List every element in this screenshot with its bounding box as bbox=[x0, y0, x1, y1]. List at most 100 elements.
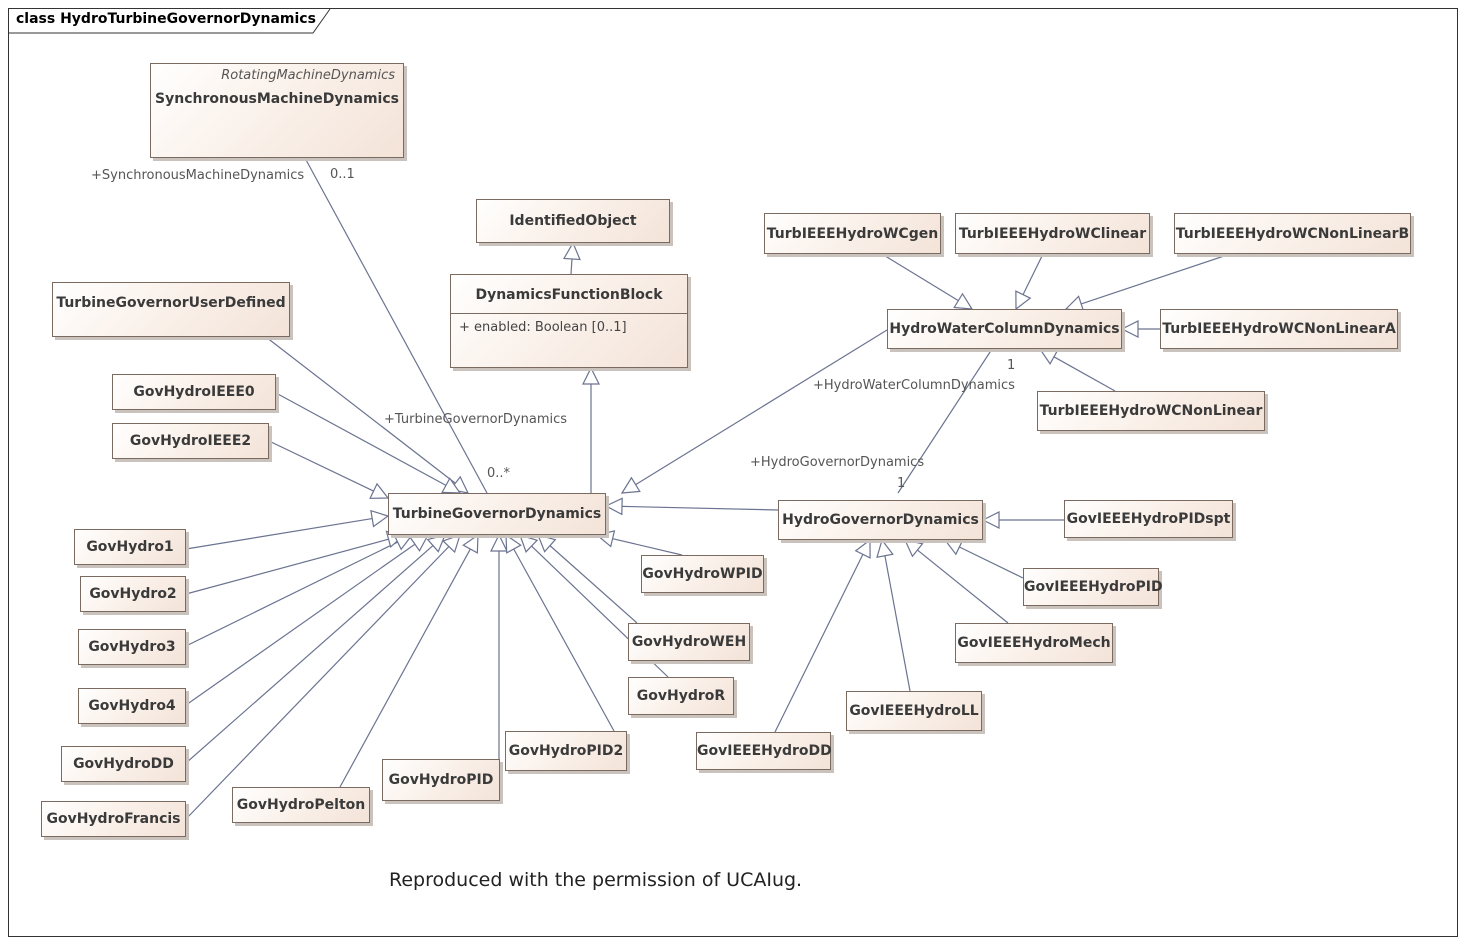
class-gov-hydro4[interactable]: GovHydro4 bbox=[78, 688, 186, 724]
class-name: TurbIEEEHydroWCNonLinearB bbox=[1175, 225, 1410, 242]
gen-ll-arrowhead bbox=[876, 538, 894, 558]
gen-hwcd-arrowhead bbox=[620, 476, 641, 494]
role-label-hydro-governor-dynamics: +HydroGovernorDynamics bbox=[750, 455, 925, 470]
class-gov-ieee-hydro-pidspt[interactable]: GovIEEEHydroPIDspt bbox=[1064, 500, 1233, 538]
class-name: TurbineGovernorUserDefined bbox=[56, 295, 286, 311]
gen-hydrodd-arrowhead bbox=[426, 534, 447, 553]
class-name: GovIEEEHydroLL bbox=[849, 703, 979, 719]
gen-ieee0-line bbox=[275, 392, 447, 486]
multiplicity-label-hgd: 1 bbox=[897, 476, 906, 491]
role-label-hydro-water-column-dynamics: +HydroWaterColumnDynamics bbox=[813, 378, 1015, 393]
class-turb-ieee-hydro-wc-gen[interactable]: TurbIEEEHydroWCgen bbox=[764, 213, 941, 254]
gen-wclinear-line bbox=[1022, 253, 1044, 295]
class-gov-ieee-hydro-pid[interactable]: GovIEEEHydroPID bbox=[1023, 568, 1163, 606]
class-name: TurbIEEEHydroWCgen bbox=[766, 225, 939, 242]
gen-hydro1-line bbox=[185, 517, 373, 550]
gen-wclinear-arrowhead bbox=[1015, 290, 1032, 311]
permission-footer: Reproduced with the permission of UCAIug… bbox=[389, 869, 803, 891]
class-gov-hydro3[interactable]: GovHydro3 bbox=[78, 629, 186, 665]
diagram-frame bbox=[8, 8, 1458, 937]
class-gov-hydro1[interactable]: GovHydro1 bbox=[74, 529, 186, 565]
gen-r-arrowhead bbox=[519, 534, 539, 553]
stereotype-label: RotatingMachineDynamics bbox=[221, 68, 395, 83]
class-name: SynchronousMachineDynamics bbox=[155, 91, 399, 107]
class-identified-object[interactable]: IdentifiedObject bbox=[476, 199, 670, 243]
gen-tgd-dfb-arrowhead bbox=[582, 366, 600, 385]
class-dynamics-function-block[interactable]: DynamicsFunctionBlock + enabled: Boolean… bbox=[450, 274, 688, 368]
gen-weh-line bbox=[549, 545, 638, 624]
gen-wcnonlinearb-line bbox=[1080, 253, 1231, 305]
multiplicity-label-hwcd: 1 bbox=[1007, 358, 1016, 373]
class-name: GovHydroFrancis bbox=[46, 811, 181, 827]
class-gov-ieee-hydro-dd[interactable]: GovIEEEHydroDD bbox=[696, 732, 832, 770]
gen-pelton-arrowhead bbox=[462, 533, 479, 554]
class-name: GovHydroDD bbox=[73, 756, 174, 772]
class-name: GovHydroIEEE0 bbox=[133, 384, 255, 400]
class-gov-hydro-wpid[interactable]: GovHydroWPID bbox=[641, 555, 764, 593]
association-sync-to-tgd bbox=[304, 157, 488, 494]
class-name: DynamicsFunctionBlock bbox=[475, 287, 663, 303]
multiplicity-label-tgd: 0..* bbox=[487, 466, 511, 481]
class-turb-ieee-hydro-wc-linear[interactable]: TurbIEEEHydroWClinear bbox=[955, 213, 1150, 254]
title-tab-outline bbox=[9, 8, 331, 34]
gen-pidspt-arrowhead bbox=[981, 511, 1000, 529]
class-name: GovHydroIEEE2 bbox=[129, 433, 252, 449]
class-gov-hydro-weh[interactable]: GovHydroWEH bbox=[628, 623, 750, 661]
class-turb-ieee-hydro-wc-nonlinear-a[interactable]: TurbIEEEHydroWCNonLinearA bbox=[1160, 309, 1398, 349]
multiplicity-label-sync: 0..1 bbox=[330, 167, 355, 182]
class-gov-hydro-dd[interactable]: GovHydroDD bbox=[61, 746, 186, 782]
gen-hydro1-arrowhead bbox=[370, 509, 390, 528]
class-name: GovHydro4 bbox=[88, 698, 176, 714]
class-name: GovHydroR bbox=[636, 688, 726, 704]
gen-wcnonlineara-arrowhead bbox=[1120, 320, 1139, 338]
class-gov-ieee-hydro-ll[interactable]: GovIEEEHydroLL bbox=[846, 691, 982, 731]
class-gov-hydro-pelton[interactable]: GovHydroPelton bbox=[232, 787, 370, 823]
role-label-synchronous-machine-dynamics: +SynchronousMachineDynamics bbox=[91, 168, 305, 183]
class-gov-hydro-pid2[interactable]: GovHydroPID2 bbox=[505, 731, 627, 771]
gen-hydro4-line bbox=[185, 543, 416, 706]
class-gov-hydro-ieee2[interactable]: GovHydroIEEE2 bbox=[112, 423, 269, 459]
class-gov-hydro-r[interactable]: GovHydroR bbox=[628, 677, 734, 715]
class-gov-hydro2[interactable]: GovHydro2 bbox=[80, 576, 186, 612]
class-name: GovIEEEHydroPID bbox=[1024, 579, 1163, 595]
gen-ll-line bbox=[884, 555, 911, 692]
gen-weh-arrowhead bbox=[536, 534, 557, 553]
class-name: GovHydroPelton bbox=[236, 797, 366, 813]
class-name: GovIEEEHydroMech bbox=[957, 635, 1111, 651]
class-turbine-governor-user-defined[interactable]: TurbineGovernorUserDefined bbox=[52, 282, 290, 337]
gen-mech-line bbox=[917, 549, 1009, 624]
class-turb-ieee-hydro-wc-nonlinear[interactable]: TurbIEEEHydroWCNonLinear bbox=[1037, 391, 1265, 431]
class-gov-ieee-hydro-mech[interactable]: GovIEEEHydroMech bbox=[955, 623, 1113, 663]
class-name: GovHydroWPID bbox=[642, 566, 763, 582]
class-name: GovHydroPID2 bbox=[508, 743, 624, 759]
gen-wcnonlinear-line bbox=[1053, 356, 1116, 392]
class-name: GovHydro1 bbox=[86, 539, 174, 555]
class-name: TurbIEEEHydroWCNonLinear bbox=[1039, 403, 1263, 419]
gen-mech-arrowhead bbox=[903, 539, 924, 558]
class-synchronous-machine-dynamics[interactable]: RotatingMachineDynamics SynchronousMachi… bbox=[150, 63, 404, 158]
gen-ieee2-line bbox=[268, 440, 374, 492]
gen-pid-arrowhead bbox=[490, 533, 508, 552]
class-name: GovIEEEHydroPIDspt bbox=[1066, 511, 1231, 527]
class-name: HydroGovernorDynamics bbox=[782, 512, 979, 528]
gen-hydro3-line bbox=[185, 541, 398, 647]
gen-dfb-identified-arrowhead bbox=[562, 241, 581, 261]
class-gov-hydro-francis[interactable]: GovHydroFrancis bbox=[41, 801, 186, 837]
gen-wcgen-arrowhead bbox=[953, 292, 974, 310]
class-hydro-governor-dynamics[interactable]: HydroGovernorDynamics bbox=[778, 500, 983, 540]
class-turb-ieee-hydro-wc-nonlinear-b[interactable]: TurbIEEEHydroWCNonLinearB bbox=[1174, 213, 1411, 254]
gen-dfb-identified-line bbox=[570, 258, 573, 275]
gen-ieee2-arrowhead bbox=[369, 482, 390, 499]
class-name: GovIEEEHydroDD bbox=[697, 743, 832, 759]
role-label-turbine-governor-dynamics: +TurbineGovernorDynamics bbox=[384, 412, 568, 427]
class-gov-hydro-ieee0[interactable]: GovHydroIEEE0 bbox=[112, 374, 276, 410]
class-hydro-water-column-dynamics[interactable]: HydroWaterColumnDynamics bbox=[887, 309, 1122, 349]
gen-hydro2-line bbox=[185, 538, 389, 595]
class-turbine-governor-dynamics[interactable]: TurbineGovernorDynamics bbox=[388, 493, 606, 535]
class-name: HydroWaterColumnDynamics bbox=[889, 321, 1120, 337]
class-gov-hydro-pid[interactable]: GovHydroPID bbox=[382, 759, 500, 801]
gen-hwcd-line bbox=[635, 329, 888, 486]
gen-ieeepid-line bbox=[959, 546, 1024, 579]
gen-wcnonlinear-arrowhead bbox=[1038, 348, 1059, 365]
